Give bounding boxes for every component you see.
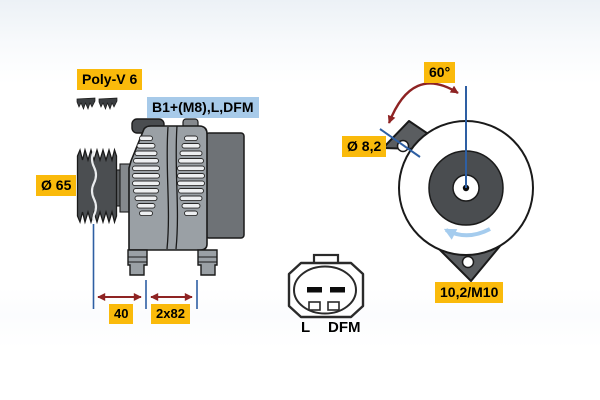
housing-rib — [166, 125, 179, 250]
label-hole-diameter: Ø 8,2 — [342, 136, 387, 157]
label-pulley-diameter: Ø 65 — [36, 175, 77, 196]
connector-detail — [287, 253, 365, 319]
label-mount-hole: 10,2/M10 — [435, 282, 504, 303]
connector-pin-l — [307, 287, 322, 293]
angle-arrow-icon — [387, 82, 459, 124]
label-dim-40: 40 — [109, 304, 134, 324]
label-terminals: B1+(M8),L,DFM — [147, 97, 259, 118]
connector-socket-right — [327, 301, 340, 311]
cooling-vents-front — [132, 135, 160, 217]
label-connector-pin-l: L — [301, 319, 311, 336]
rotation-direction-arrow-icon — [443, 227, 491, 240]
cooling-vents-rear — [177, 135, 205, 217]
centerline-lug — [379, 128, 421, 158]
label-dim-2x82: 2x82 — [151, 304, 190, 324]
pulley-break-line — [90, 150, 98, 222]
rear-housing — [205, 132, 245, 239]
dimension-lines — [92, 224, 198, 309]
connector-socket-left — [308, 301, 321, 311]
connector-pin-dfm — [330, 287, 345, 293]
connector-seal — [293, 265, 357, 315]
lug-hole-bottom — [461, 255, 475, 269]
poly-v-belt-icon — [76, 97, 118, 110]
label-belt-type: Poly-V 6 — [77, 69, 143, 90]
label-angle-60: 60° — [424, 62, 456, 83]
feet-lamination-lines — [128, 256, 217, 263]
pulley — [76, 147, 118, 225]
alternator-rear-view — [379, 82, 534, 282]
alternator-side-view — [76, 118, 245, 309]
label-connector-pin-dfm: DFM — [328, 319, 361, 336]
